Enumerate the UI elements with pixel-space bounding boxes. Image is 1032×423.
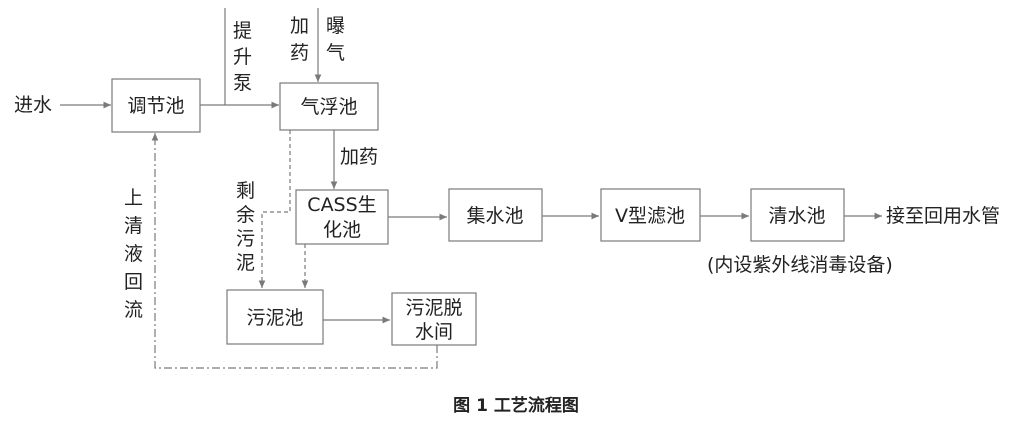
clear-water-box [750,188,845,242]
air-flotation-box [279,82,379,131]
collection-tank-label: 集水池 [466,205,523,227]
dosing-top-char-2: 药 [290,42,309,64]
inlet-label: 进水 [14,94,52,116]
excess-sludge-char-2: 余 [236,204,255,226]
aeration-char-2: 气 [326,42,345,64]
lift-pump-char-1: 提 [233,20,252,42]
supernatant-char-5: 流 [124,299,143,321]
outlet-label: 接至回用水管 [886,205,1000,227]
excess-sludge-char-4: 泥 [236,252,255,274]
dewatering-room-label-line2: 水间 [415,321,453,343]
dosing-mid-label: 加药 [340,146,378,168]
dewatering-room-box [391,292,477,346]
v-filter-box [600,188,701,242]
supernatant-char-1: 上 [124,187,143,209]
figure-caption: 图 1 工艺流程图 [453,395,579,416]
supernatant-return-line [151,133,438,369]
supernatant-char-4: 回 [124,271,143,293]
regulating-tank-label: 调节池 [127,95,184,117]
sludge-tank-label: 污泥池 [246,307,303,329]
sludge-tank-box [226,289,324,345]
aeration-char-1: 曝 [326,15,345,37]
supernatant-char-2: 清 [124,215,143,237]
lift-pump-char-2: 升 [233,46,252,68]
uv-note: (内设紫外线消毒设备) [707,254,893,276]
cass-tank-box [295,189,389,245]
v-filter-label: V型滤池 [615,205,685,227]
air-flotation-label: 气浮池 [300,96,357,118]
clear-water-label: 清水池 [768,205,825,227]
lift-pump-char-3: 泵 [233,72,252,94]
supernatant-char-3: 液 [124,243,143,265]
excess-sludge-char-3: 污 [236,228,255,250]
cass-tank-label-line1: CASS生 [307,194,376,216]
dewatering-room-label-line1: 污泥脱 [405,297,462,319]
excess-sludge-char-1: 剩 [236,180,255,202]
dosing-top-char-1: 加 [290,15,309,37]
collection-tank-box [448,188,543,242]
cass-tank-label-line2: 化池 [323,219,361,241]
flotation-sludge-dashed-line [258,130,291,288]
